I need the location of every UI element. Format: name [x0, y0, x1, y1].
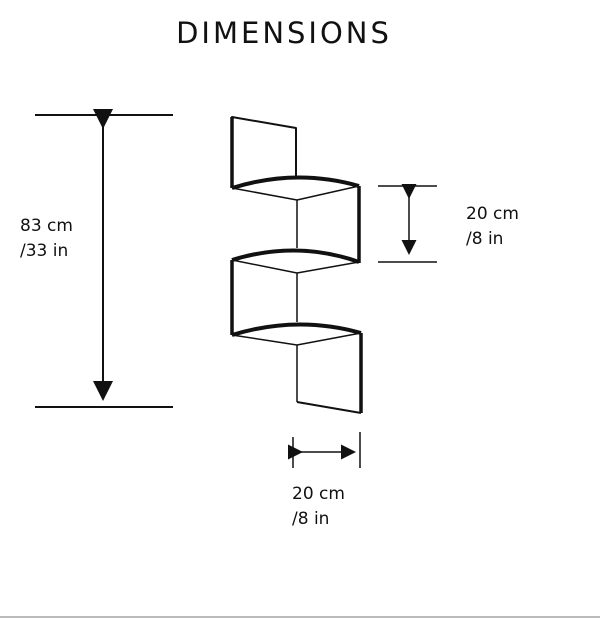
height-label: 83 cm /33 in — [20, 214, 73, 264]
height-label-in: /33 in — [20, 241, 69, 261]
width-label-in: /8 in — [292, 509, 330, 529]
spacing-dimension — [378, 184, 437, 263]
spacing-label-cm: 20 cm — [466, 204, 519, 224]
width-label: 20 cm /8 in — [292, 482, 345, 532]
corner-shelf — [230, 116, 363, 414]
page-title: DIMENSIONS — [176, 16, 392, 50]
height-label-cm: 83 cm — [20, 216, 73, 236]
shelf-spacing-label: 20 cm /8 in — [466, 202, 519, 252]
bottom-border — [0, 616, 600, 618]
width-dimension — [288, 432, 361, 468]
height-dimension — [35, 109, 173, 408]
width-label-cm: 20 cm — [292, 484, 345, 504]
spacing-label-in: /8 in — [466, 229, 504, 249]
